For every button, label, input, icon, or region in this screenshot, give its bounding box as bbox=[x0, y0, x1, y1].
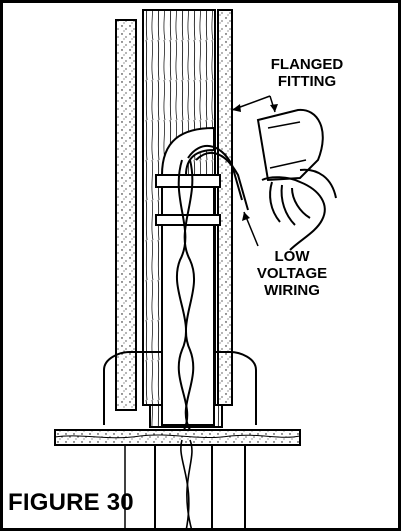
flanged-fitting-icon bbox=[256, 108, 324, 182]
hand-icon bbox=[261, 168, 337, 251]
low-voltage-label-line-1: LOW bbox=[274, 248, 310, 265]
flanged-label-line-2: FITTING bbox=[277, 73, 337, 90]
low-voltage-label-line-3: WIRING bbox=[264, 282, 320, 299]
pipe-elbow bbox=[160, 126, 215, 176]
twisted-wire-pair bbox=[175, 159, 195, 531]
flanged-fitting-label: FLANGED FITTING bbox=[252, 56, 362, 90]
flanged-fitting-leaders bbox=[231, 95, 278, 113]
right-wall-board bbox=[217, 9, 233, 406]
low-voltage-wiring-label: LOW VOLTAGE WIRING bbox=[232, 248, 352, 299]
left-wall-board bbox=[115, 19, 137, 411]
low-voltage-leader bbox=[242, 211, 259, 247]
floor-slab bbox=[54, 429, 301, 446]
figure-caption: FIGURE 30 bbox=[8, 489, 134, 516]
floor-sleeve bbox=[124, 445, 246, 531]
low-voltage-label-line-2: VOLTAGE bbox=[256, 265, 328, 282]
flanged-label-line-1: FLANGED bbox=[270, 56, 344, 73]
low-voltage-wires bbox=[187, 144, 249, 211]
